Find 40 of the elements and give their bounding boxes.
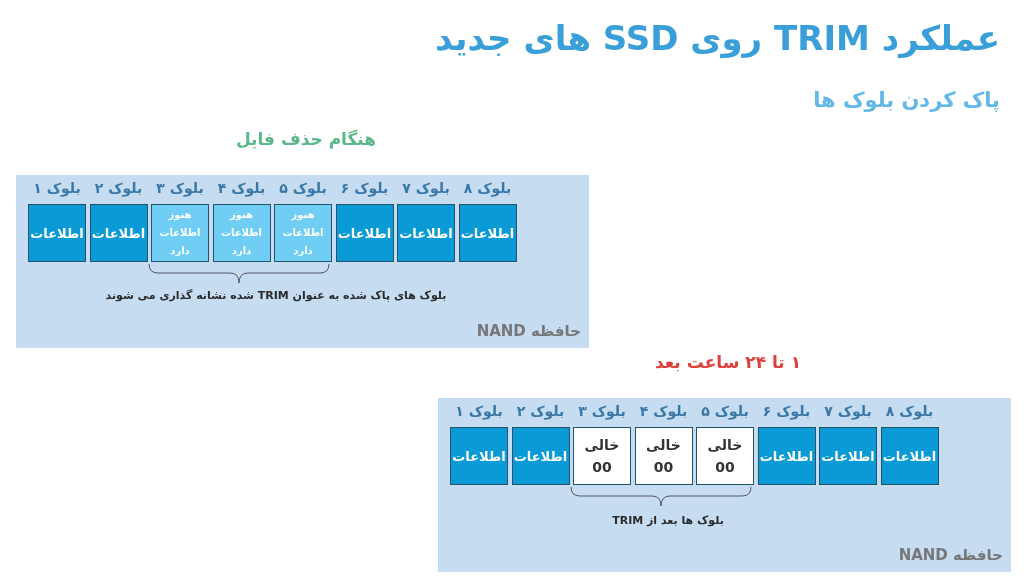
memory-block: اطلاعات xyxy=(880,427,939,485)
block-label: بلوک ۳ xyxy=(155,180,205,196)
block-label: بلوک ۶ xyxy=(761,403,812,419)
block-label: بلوک ۷ xyxy=(401,180,451,196)
block-label: بلوک ۱ xyxy=(454,403,504,419)
memory-block: اطلاعات xyxy=(397,204,455,262)
memory-block: هنوز اطلاعات دارد xyxy=(212,204,271,262)
memory-block: خالی 00 xyxy=(696,427,754,485)
memory-block: اطلاعات xyxy=(89,204,148,262)
memory-block: اطلاعات xyxy=(511,427,570,485)
block-label: بلوک ۴ xyxy=(638,403,689,419)
memory-block: اطلاعات xyxy=(757,427,816,485)
block-label: بلوک ۱ xyxy=(32,180,82,196)
memory-block: هنوز اطلاعات دارد xyxy=(274,204,332,262)
memory-block: اطلاعات xyxy=(335,204,394,262)
memory-label: حافظه NAND xyxy=(898,546,1003,564)
subtitle: پاک کردن بلوک ها xyxy=(813,88,1000,112)
block-label: بلوک ۳ xyxy=(577,403,627,419)
block-label: بلوک ۵ xyxy=(278,180,328,196)
block-label: بلوک ۲ xyxy=(93,180,144,196)
memory-block: هنوز اطلاعات دارد xyxy=(151,204,209,262)
block-label: بلوک ۶ xyxy=(339,180,390,196)
block-label: بلوک ۷ xyxy=(823,403,873,419)
block-label: بلوک ۸ xyxy=(462,180,513,196)
memory-block: خالی 00 xyxy=(634,427,693,485)
panel-heading: هنگام حذف فایل xyxy=(234,129,378,149)
memory-block: اطلاعات xyxy=(28,204,86,262)
bracket-caption: بلوک ها بعد از TRIM xyxy=(611,514,725,527)
memory-block: اطلاعات xyxy=(450,427,508,485)
title: عملکرد TRIM روی SSD های جدید xyxy=(435,18,1000,58)
memory-block: خالی 00 xyxy=(573,427,631,485)
panel-heading: ۱ تا ۲۴ ساعت بعد xyxy=(653,352,803,372)
block-label: بلوک ۵ xyxy=(700,403,750,419)
memory-label: حافظه NAND xyxy=(476,322,581,340)
bracket-caption: بلوک های پاک شده به عنوان TRIM شده نشانه گذاری می شوند xyxy=(104,289,448,302)
block-label: بلوک ۴ xyxy=(216,180,267,196)
block-label: بلوک ۸ xyxy=(884,403,935,419)
memory-block: اطلاعات xyxy=(458,204,517,262)
memory-block: اطلاعات xyxy=(819,427,877,485)
block-label: بلوک ۲ xyxy=(515,403,566,419)
